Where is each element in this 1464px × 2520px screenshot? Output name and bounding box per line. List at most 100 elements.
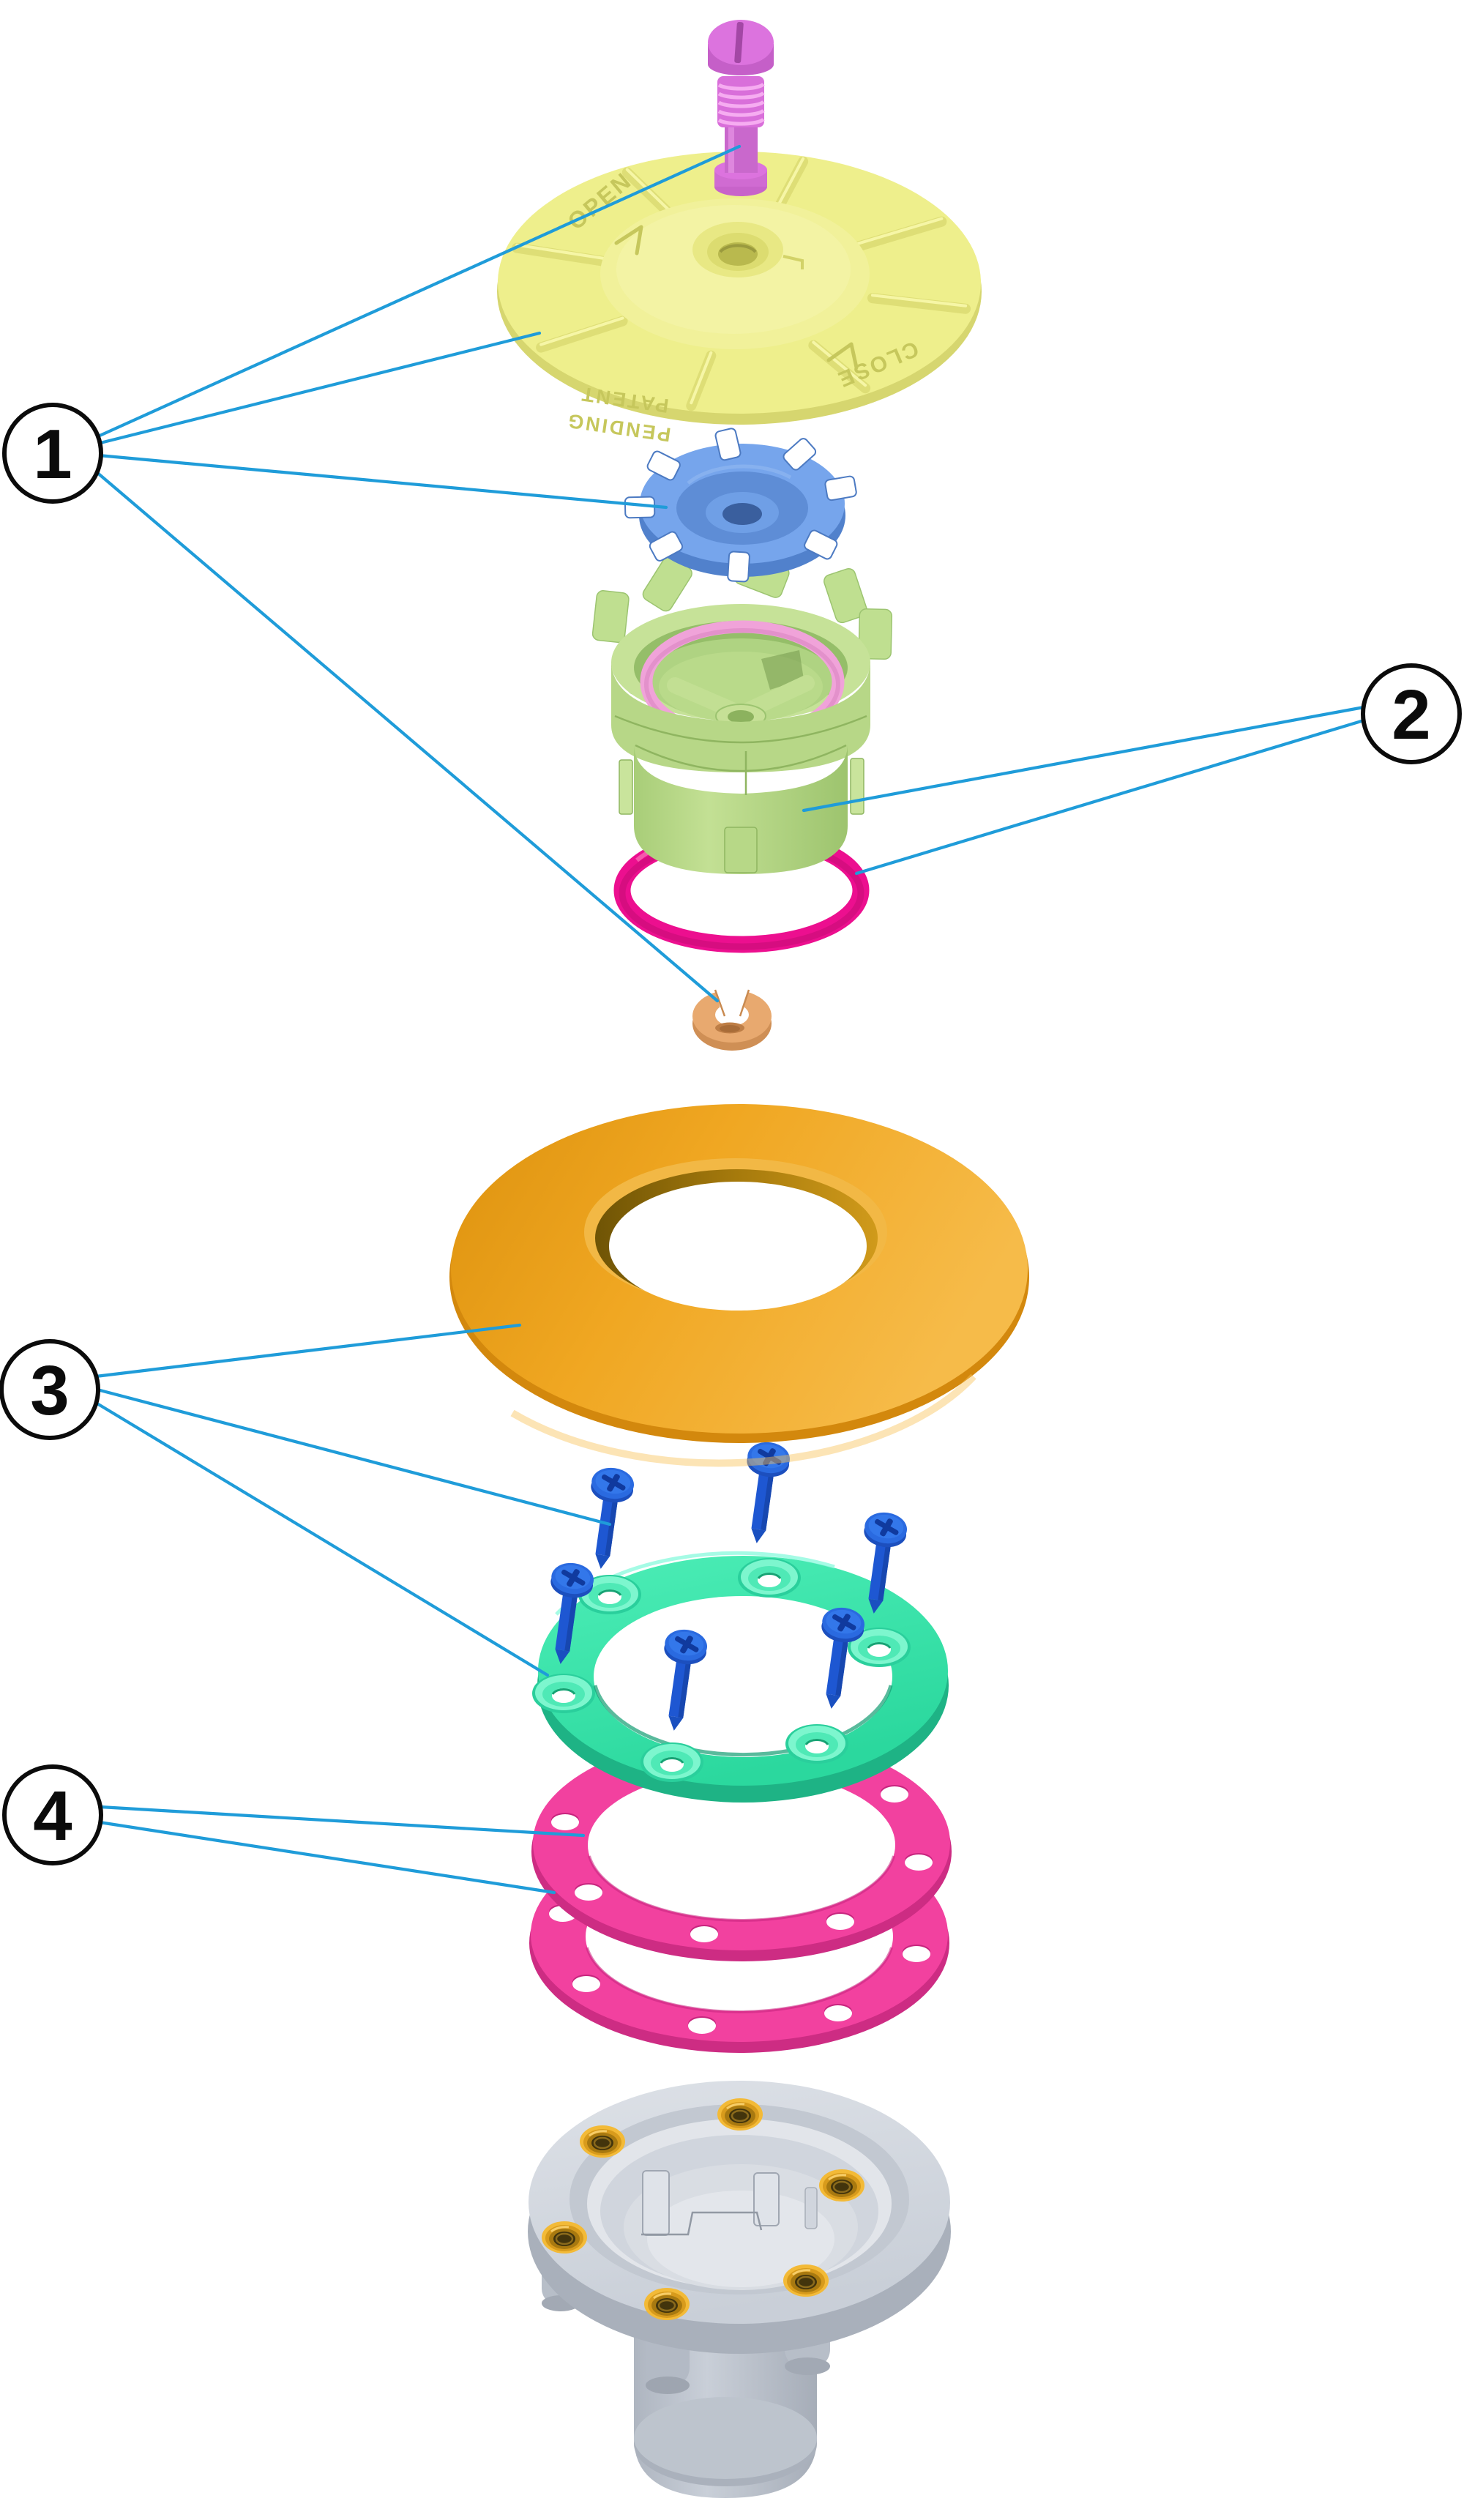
callout-number: 2: [1392, 676, 1430, 754]
body-tooth: [591, 590, 630, 644]
housing-key-tab: [753, 2172, 780, 2226]
callout-circle: [2, 1764, 103, 1865]
screw-thread-body: [717, 76, 764, 127]
disc-notch: [824, 475, 857, 502]
body-tooth: [824, 567, 867, 624]
cone-sheen: [510, 1373, 976, 1467]
cover-cone: [449, 1104, 1029, 1467]
leader-line: [98, 1805, 586, 1838]
screw-slot: [734, 21, 744, 64]
callout-3: 3: [0, 1339, 100, 1440]
disc-notch: [783, 438, 817, 471]
leader-line: [94, 1323, 522, 1379]
body-flange-seam: [614, 715, 867, 744]
lid-hole-shadow: [719, 244, 757, 253]
callout-number: 3: [30, 1352, 69, 1430]
brass-insert: [578, 2124, 627, 2159]
lid-rib-highlight: [775, 157, 805, 209]
screw-shaft-highlight: [728, 123, 734, 173]
callout-2: 2: [1361, 663, 1462, 764]
callout-4: 4: [2, 1764, 103, 1865]
lid-rib-highlight: [539, 316, 624, 346]
regulator-disc: [624, 428, 857, 583]
gasket-bolt-hole: [826, 1912, 854, 1930]
gasket-bolt-hole: [575, 1883, 602, 1901]
brass-insert: [782, 2263, 830, 2298]
brass-insert: [540, 2220, 589, 2255]
gasket-upper: [531, 1735, 952, 1961]
housing-cylinder-bottom-face: [634, 2397, 817, 2479]
housing-key-slots: [641, 2170, 818, 2236]
body-shadow-wedge: [761, 650, 804, 690]
callout-circle: [0, 1339, 100, 1440]
leader-line: [97, 453, 668, 510]
lid-rib-highlight: [812, 340, 867, 387]
screw-threads: [717, 83, 765, 126]
body-cylinder: [634, 744, 848, 874]
gasket-bolt-hole: [551, 1813, 579, 1830]
clip-opening-walls: [714, 989, 750, 1017]
body-side-lug: [619, 759, 633, 815]
disc-notch: [727, 551, 750, 583]
housing-key-tab: [642, 2170, 670, 2236]
brass-insert: [643, 2286, 691, 2322]
disc-highlight: [687, 464, 792, 485]
flange-ring-countersink: [531, 1672, 597, 1715]
flange-ring-countersink: [784, 1723, 850, 1765]
body-side-lug: [850, 758, 864, 815]
gasket-bolt-hole: [903, 1945, 930, 1962]
lid-ribs: [512, 156, 971, 411]
lid-rib: [536, 316, 628, 353]
body-tooth: [858, 608, 893, 660]
gasket-bolt-hole: [690, 1925, 718, 1942]
body-bottom-tab: [724, 827, 758, 873]
lid-keyway-mark: [783, 255, 804, 269]
housing-leg-end: [785, 2357, 830, 2375]
gasket-bolt-hole: [572, 1975, 600, 1992]
lid-rib-highlight: [690, 351, 713, 405]
cone-hole: [609, 1182, 867, 1311]
lid-rib-highlight: [870, 294, 968, 307]
disc-notch: [714, 428, 742, 461]
gasket-bolt-hole: [881, 1785, 908, 1803]
gasket-hole: [588, 1770, 895, 1920]
disc-notches: [624, 428, 857, 583]
gasket-inner-edge: [586, 1947, 893, 2013]
callout-number: 4: [33, 1777, 72, 1855]
disc-notch: [646, 450, 681, 481]
lid-open-arrow-icon: [614, 225, 643, 256]
gasket-bolt-hole: [688, 2016, 716, 2034]
gasket-bolt-hole: [905, 1853, 933, 1871]
disc-notch: [649, 531, 684, 562]
body-hub-hole: [728, 710, 754, 723]
leader-line: [94, 469, 720, 1003]
lid-close-arrow-icon: [826, 342, 859, 370]
lid-rib: [512, 242, 614, 267]
leader-line: [802, 705, 1366, 813]
gasket-inner-edge: [588, 1855, 895, 1922]
body-cylinder-seam: [635, 744, 847, 772]
clip: [692, 984, 772, 1051]
leader-line: [95, 1387, 612, 1526]
callout-circle: [2, 403, 103, 504]
slotted-screw: [708, 20, 774, 196]
winterizing-lid: OPEN PATENT PENDING CLOSE: [497, 152, 982, 446]
flange-ring-countersink: [639, 1741, 705, 1783]
body-flange-band: [611, 660, 870, 772]
callout-number: 1: [33, 415, 72, 493]
flange-ring-inner-edge: [593, 1685, 893, 1757]
disc-hole: [722, 503, 762, 525]
housing-bowl-floor-center: [647, 2191, 834, 2287]
lid-rib-highlight: [856, 217, 944, 245]
housing-key-notch: [804, 2187, 818, 2229]
lid-rib: [808, 340, 871, 394]
lid-rib: [867, 293, 971, 314]
housing-body: [528, 2081, 951, 2498]
leader-line: [94, 1401, 550, 1677]
callout-circle: [1361, 663, 1462, 764]
leader-line: [97, 1820, 556, 1895]
lid-rib: [853, 216, 947, 252]
gasket-bolt-hole: [824, 2004, 852, 2021]
